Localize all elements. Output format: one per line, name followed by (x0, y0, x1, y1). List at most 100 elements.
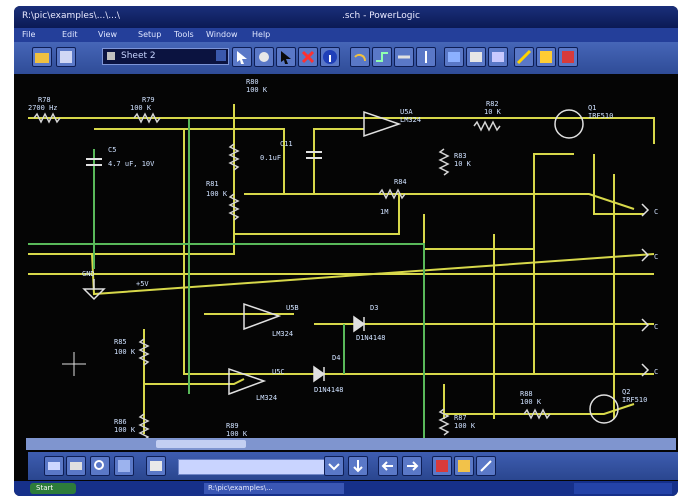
book-icon (436, 460, 448, 472)
ref-d3: D3 (370, 304, 378, 312)
val-r89: 100 K (226, 430, 248, 438)
val-r78: 2700 Hz (28, 104, 58, 112)
delete-button[interactable] (298, 47, 318, 67)
connector-label-2: C (654, 253, 658, 261)
schematic-canvas[interactable]: R78 2700 Hz R79 100 K R80 100 K C5 4.7 u… (14, 74, 678, 444)
grid-button[interactable] (114, 456, 134, 476)
taskbar-item[interactable]: R:\pic\examples\... (204, 483, 344, 494)
opamps (228, 110, 402, 396)
menubar: File Edit View Setup Tools Window Help (14, 28, 678, 42)
ref-r79: R79 (142, 96, 155, 104)
zoom-button[interactable] (90, 456, 110, 476)
chevron-down-icon[interactable] (216, 50, 226, 61)
ground-symbol (82, 279, 106, 301)
close-icon (301, 50, 315, 64)
start-button[interactable]: Start (30, 483, 76, 494)
scroll-down-button[interactable] (324, 456, 344, 476)
undo-button[interactable] (350, 47, 370, 67)
val-r79: 100 K (130, 104, 152, 112)
move-right-button[interactable] (402, 456, 422, 476)
val-r87: 100 K (454, 422, 476, 430)
menu-window[interactable]: Window (206, 30, 238, 39)
hand-icon (259, 52, 269, 62)
off-page-connectors (641, 203, 650, 377)
scrollbar-thumb[interactable] (156, 440, 246, 448)
menu-setup[interactable]: Setup (138, 30, 162, 39)
move-down-button[interactable] (348, 456, 368, 476)
arrow-right-icon (407, 461, 419, 471)
text-tool-button[interactable] (416, 47, 436, 67)
val-u5a: LM324 (400, 116, 421, 124)
window-titlebar[interactable]: R:\pic\examples\...\...\ .sch - PowerLog… (14, 6, 678, 28)
val-c5: 4.7 uF, 10V (108, 160, 155, 168)
simulate-icon (562, 51, 574, 63)
properties-icon (150, 461, 162, 471)
menu-view[interactable]: View (98, 30, 117, 39)
val-r83: 10 K (454, 160, 472, 168)
connector-label-4: C (654, 368, 658, 376)
ref-r89: R89 (226, 422, 239, 430)
pointer-tool-button[interactable] (276, 47, 296, 67)
net-gnd: GND (82, 270, 95, 278)
edit-button[interactable] (476, 456, 496, 476)
net-5v: +5V (136, 280, 149, 288)
info-icon (323, 50, 337, 64)
bottom-toolbar (28, 452, 678, 480)
val-d3: D1N4148 (356, 334, 386, 342)
ref-d4: D4 (332, 354, 340, 362)
print-button[interactable] (66, 456, 86, 476)
add-connector-button[interactable] (466, 47, 486, 67)
add-part-button[interactable] (444, 47, 464, 67)
val-r81: 100 K (206, 190, 228, 198)
taskbar-item-label: R:\pic\examples\... (208, 484, 273, 492)
ref-r82: R82 (486, 100, 499, 108)
capacitors (86, 151, 322, 166)
menu-tools[interactable]: Tools (174, 30, 194, 39)
info-button[interactable] (320, 47, 340, 67)
bus-tool-button[interactable] (394, 47, 414, 67)
move-left-button[interactable] (378, 456, 398, 476)
val-r88: 100 K (520, 398, 542, 406)
menu-edit[interactable]: Edit (62, 30, 78, 39)
select-tool-button[interactable] (232, 47, 252, 67)
netlist-button[interactable] (536, 47, 556, 67)
ref-r87: R87 (454, 414, 467, 422)
start-label: Start (36, 484, 54, 492)
wire-tool-button[interactable] (372, 47, 392, 67)
schematic-wires-green (28, 119, 425, 439)
val-r85: 100 K (114, 348, 136, 356)
arrow-down-icon (353, 460, 363, 473)
open-file-button[interactable] (32, 47, 52, 67)
disk-icon (60, 51, 72, 63)
add-power-button[interactable] (488, 47, 508, 67)
tool-button[interactable] (454, 456, 474, 476)
menu-help[interactable]: Help (252, 30, 271, 39)
val-u5c: LM324 (256, 394, 277, 402)
main-toolbar (14, 42, 678, 74)
ref-r85: R85 (114, 338, 127, 346)
val-c11: 0.1uF (260, 154, 281, 162)
ref-r88: R88 (520, 390, 533, 398)
sheet-select[interactable]: Sheet 2 (102, 48, 229, 65)
find-input[interactable] (178, 459, 326, 475)
text-icon (425, 51, 427, 63)
properties-button[interactable] (146, 456, 166, 476)
simulate-button[interactable] (558, 47, 578, 67)
horizontal-scrollbar[interactable] (26, 438, 676, 450)
val-r80: 100 K (246, 86, 268, 94)
tool-icon (458, 460, 470, 472)
wire-icon (376, 52, 388, 62)
pan-tool-button[interactable] (254, 47, 274, 67)
connector-icon (470, 52, 482, 62)
menu-file[interactable]: File (22, 30, 36, 39)
route-button[interactable] (514, 47, 534, 67)
val-r84: 1M (380, 208, 388, 216)
grid-icon (118, 460, 130, 472)
window-title-path: R:\pic\examples\...\...\ (22, 11, 120, 21)
val-u5b: LM324 (272, 330, 293, 338)
layer-button[interactable] (44, 456, 64, 476)
book-button[interactable] (432, 456, 452, 476)
mosfets (554, 109, 619, 424)
save-button[interactable] (56, 47, 76, 67)
layer-icon (48, 462, 60, 470)
